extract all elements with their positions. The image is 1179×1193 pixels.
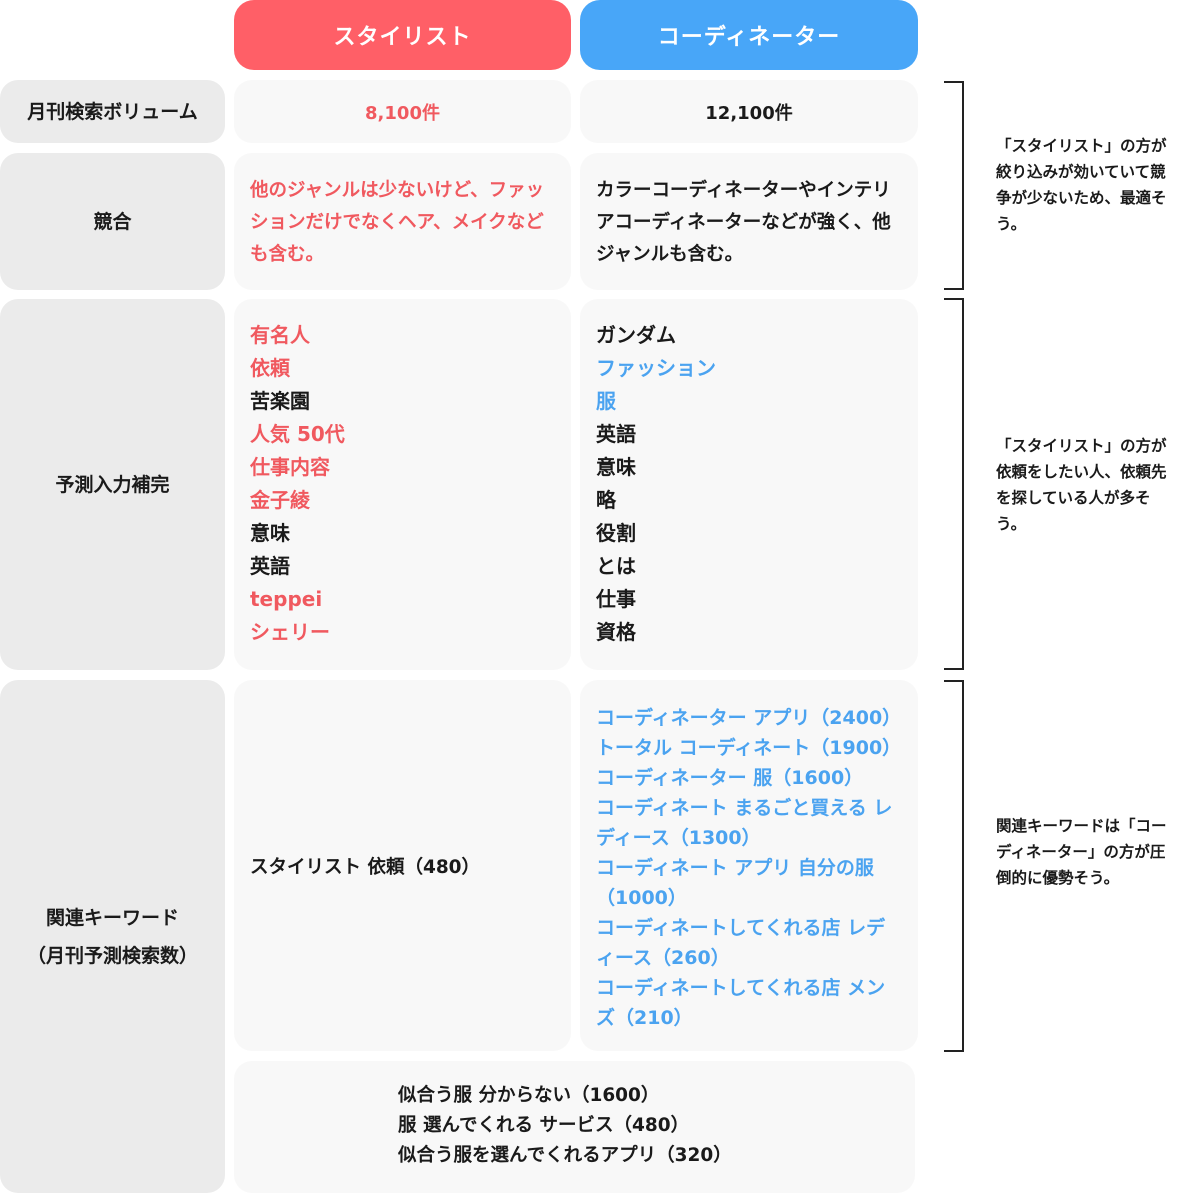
- related-keyword: 似合う服を選んでくれるアプリ（320）: [398, 1145, 732, 1166]
- suggest-keyword: ファッション: [596, 356, 716, 380]
- suggest-stylist-cell: 有名人依頼苦楽園人気 50代仕事内容金子綾意味英語 teppei シェリー: [234, 299, 571, 670]
- suggest-keyword: 英語: [250, 554, 290, 578]
- header-stylist: スタイリスト: [234, 0, 571, 70]
- suggest-keyword: 英語: [596, 422, 636, 446]
- related-keyword: 服 選んでくれる サービス（480）: [398, 1115, 690, 1136]
- competition-coordinator-cell: カラーコーディネーターやインテリアコーディネーターなどが強く、他ジャンルも含む。: [580, 153, 918, 290]
- related-keyword: 似合う服 分からない（1600）: [398, 1085, 660, 1106]
- suggest-keyword: 有名人: [250, 323, 310, 347]
- suggest-keyword: 意味: [596, 455, 636, 479]
- competition-stylist-text: 他のジャンルは少ないけど、ファッションだけでなくヘア、メイクなども含む。: [250, 180, 545, 265]
- suggest-keyword: 意味: [250, 521, 290, 545]
- suggest-keyword: 略: [596, 488, 616, 512]
- bracket-related: [944, 680, 964, 1052]
- note-competition: 「スタイリスト」の方が絞り込みが効いていて競争が少ないため、最適そう。: [996, 137, 1167, 233]
- note-suggest: 「スタイリスト」の方が依頼をしたい人、依頼先を探している人が多そう。: [996, 437, 1167, 533]
- row-label-competition-text: 競合: [93, 210, 132, 233]
- related-keyword: コーディネートしてくれる店 メンズ（210）: [596, 977, 886, 1029]
- suggest-keyword: とは: [596, 554, 636, 578]
- competition-coordinator-text: カラーコーディネーターやインテリアコーディネーターなどが強く、他ジャンルも含む。: [596, 180, 891, 265]
- row-label-suggest: 予測入力補完: [0, 299, 225, 670]
- bracket-suggest: [944, 298, 964, 670]
- suggest-keyword: 依頼: [250, 356, 290, 380]
- header-stylist-label: スタイリスト: [333, 25, 472, 50]
- related-keyword: トータル コーディネート（1900）: [596, 737, 902, 759]
- related-keyword: コーディネーター 服（1600）: [596, 767, 864, 789]
- row-label-volume-text: 月刊検索ボリューム: [27, 100, 198, 123]
- related-stylist-keyword: スタイリスト 依頼（480）: [250, 856, 481, 878]
- suggest-keyword: 服: [596, 389, 616, 413]
- suggest-keyword: 役割: [596, 521, 636, 545]
- volume-coordinator-cell: 12,100件: [580, 80, 918, 143]
- row-label-competition: 競合: [0, 153, 225, 290]
- row-label-related-line1: 関連キーワード: [45, 906, 179, 929]
- suggest-coordinator-cell: ガンダムファッション服英語意味略役割とは仕事資格: [580, 299, 918, 670]
- related-stylist-cell: スタイリスト 依頼（480）: [234, 680, 571, 1051]
- suggest-keyword: 資格: [596, 620, 636, 644]
- suggest-keyword: teppei: [250, 587, 323, 611]
- related-keyword: コーディネーター アプリ（2400）: [596, 707, 902, 729]
- related-keyword: コーディネート アプリ 自分の服（1000）: [596, 857, 874, 909]
- row-label-related: 関連キーワード （月刊予測検索数）: [0, 680, 225, 1193]
- suggest-keyword: 人気 50代: [250, 422, 345, 446]
- related-keyword: コーディネート まるごと買える レディース（1300）: [596, 797, 893, 849]
- suggest-keyword: 仕事内容: [250, 455, 330, 479]
- suggest-keyword: 仕事: [596, 587, 636, 611]
- related-keyword: コーディネートしてくれる店 レディース（260）: [596, 917, 886, 969]
- competition-stylist-cell: 他のジャンルは少ないけど、ファッションだけでなくヘア、メイクなども含む。: [234, 153, 571, 290]
- row-label-related-line2: （月刊予測検索数）: [26, 944, 198, 967]
- suggest-keyword: ガンダム: [596, 323, 676, 347]
- related-coordinator-cell: コーディネーター アプリ（2400） トータル コーディネート（1900） コーディ…: [580, 680, 918, 1051]
- bracket-competition: [944, 81, 964, 290]
- volume-stylist-cell: 8,100件: [234, 80, 571, 143]
- row-label-volume: 月刊検索ボリューム: [0, 80, 225, 143]
- header-coordinator-label: コーディネーター: [657, 25, 841, 50]
- note-related: 関連キーワードは「コーディネーター」の方が圧倒的に優勢そう。: [996, 817, 1167, 887]
- header-coordinator: コーディネーター: [580, 0, 918, 70]
- related-shared-cell: 似合う服 分からない（1600） 服 選んでくれる サービス（480） 似合う服を選…: [234, 1061, 915, 1193]
- row-label-suggest-text: 予測入力補完: [55, 473, 170, 496]
- volume-coordinator-value: 12,100件: [705, 102, 793, 124]
- suggest-keyword: 金子綾: [250, 488, 310, 512]
- suggest-keyword: 苦楽園: [250, 389, 310, 413]
- volume-stylist-value: 8,100件: [365, 102, 440, 124]
- suggest-keyword: シェリー: [250, 620, 330, 644]
